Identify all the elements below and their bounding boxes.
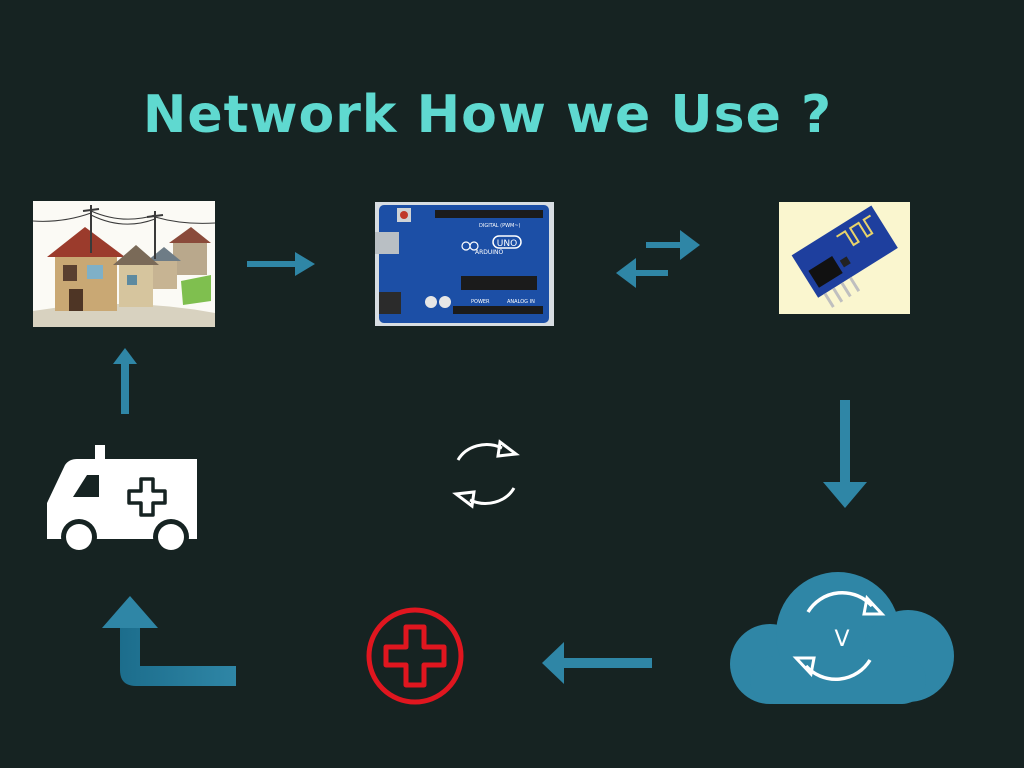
arduino-analog-label: ANALOG IN	[507, 299, 535, 305]
refresh-icon	[450, 436, 522, 512]
arduino-model-label: UNO	[497, 239, 517, 249]
arrow-right-1	[245, 250, 317, 278]
arduino-digital-label: DIGITAL (PWM~)	[479, 223, 521, 229]
arrow-up	[112, 346, 138, 416]
arrow-bidirectional	[612, 226, 704, 294]
ambulance-icon	[45, 445, 201, 555]
esp8266-image	[779, 202, 910, 314]
page-title: Network How we Use ?	[142, 84, 833, 145]
village-image	[33, 201, 215, 327]
arduino-image: UNO ARDUINO DIGITAL (PWM~) POWER ANALOG …	[375, 202, 554, 326]
cloud-sync-icon: V	[710, 572, 960, 706]
arrow-corner-up	[100, 594, 240, 690]
arduino-power-label: POWER	[471, 299, 490, 305]
cloud-letter: V	[834, 627, 849, 652]
arduino-brand-label: ARDUINO	[475, 249, 504, 256]
medical-cross-icon	[364, 605, 466, 707]
arrow-down	[820, 398, 870, 510]
arrow-left	[540, 640, 654, 686]
